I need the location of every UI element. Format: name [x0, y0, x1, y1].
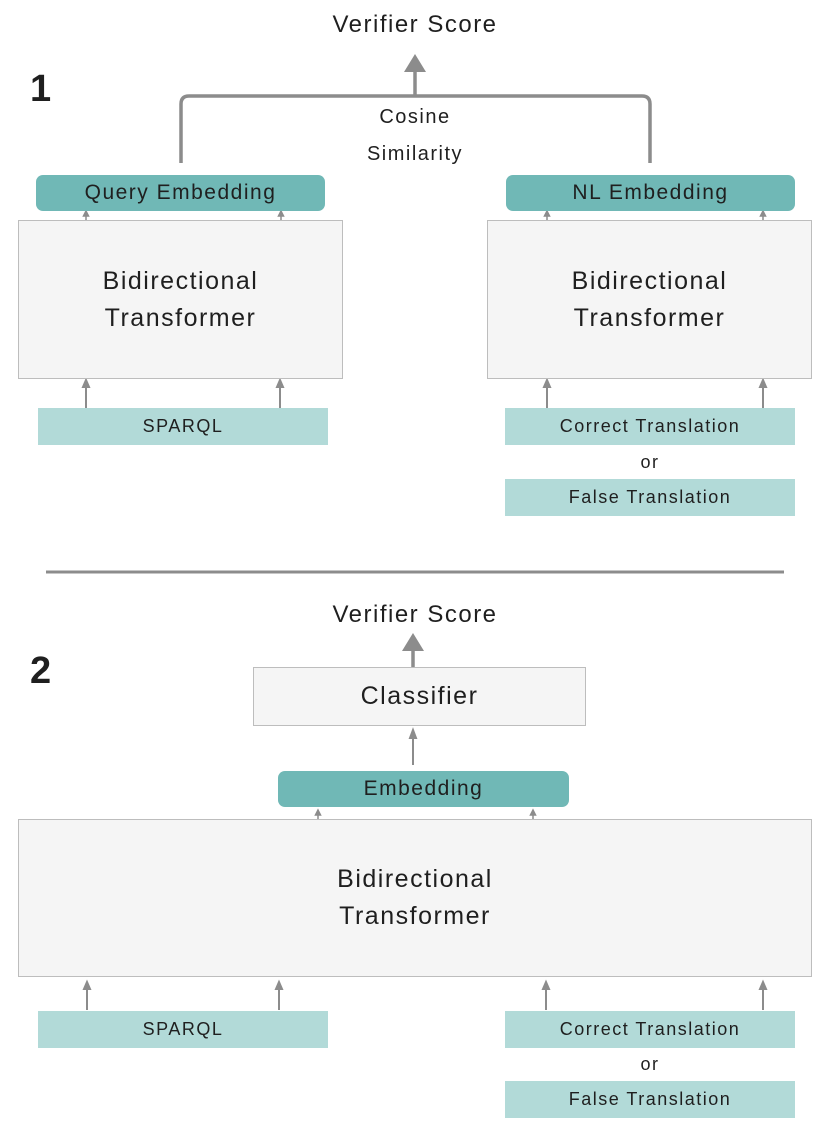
joint-transformer-line2: Transformer	[339, 902, 491, 930]
or-label-2: or	[640, 1054, 660, 1074]
classifier-arrow	[408, 727, 418, 765]
joint-transformer-box: Bidirectional Transformer	[18, 819, 812, 977]
verifier-score-label-1: Verifier Score	[332, 11, 498, 38]
right-transformer-box: Bidirectional Transformer	[487, 220, 812, 379]
sparql-input-1: SPARQL	[38, 408, 328, 445]
panel-2-number: 2	[30, 650, 52, 692]
correct-translation-input-1: Correct Translation	[505, 408, 795, 445]
false-translation-input-1: False Translation	[505, 479, 795, 516]
verifier-score-label-2: Verifier Score	[332, 601, 498, 628]
cosine-label-line1: Cosine	[379, 106, 451, 128]
emb-arrows-2	[314, 808, 537, 820]
classifier-box: Classifier	[253, 667, 586, 726]
sparql-input-2: SPARQL	[38, 1011, 328, 1048]
false-translation-input-2: False Translation	[505, 1081, 795, 1118]
left-transformer-box: Bidirectional Transformer	[18, 220, 343, 379]
cosine-label-line2: Similarity	[366, 143, 464, 165]
left-transformer-line1: Bidirectional	[102, 266, 259, 295]
input-arrows-1	[81, 377, 768, 408]
emb-arrows-1	[82, 209, 767, 221]
right-transformer-line1: Bidirectional	[571, 266, 728, 295]
score-arrowhead-1	[404, 54, 426, 72]
panel-1-number: 1	[30, 68, 52, 110]
left-transformer-line2: Transformer	[104, 303, 257, 332]
nl-embedding: NL Embedding	[506, 175, 795, 211]
right-transformer-line2: Transformer	[573, 303, 726, 332]
embedding-2: Embedding	[278, 771, 569, 807]
joint-transformer-line1: Bidirectional	[337, 865, 493, 893]
correct-translation-input-2: Correct Translation	[505, 1011, 795, 1048]
query-embedding: Query Embedding	[36, 175, 325, 211]
score-arrowhead-2	[402, 633, 424, 651]
or-label-1: or	[640, 452, 660, 472]
input-arrows-2	[82, 979, 768, 1010]
